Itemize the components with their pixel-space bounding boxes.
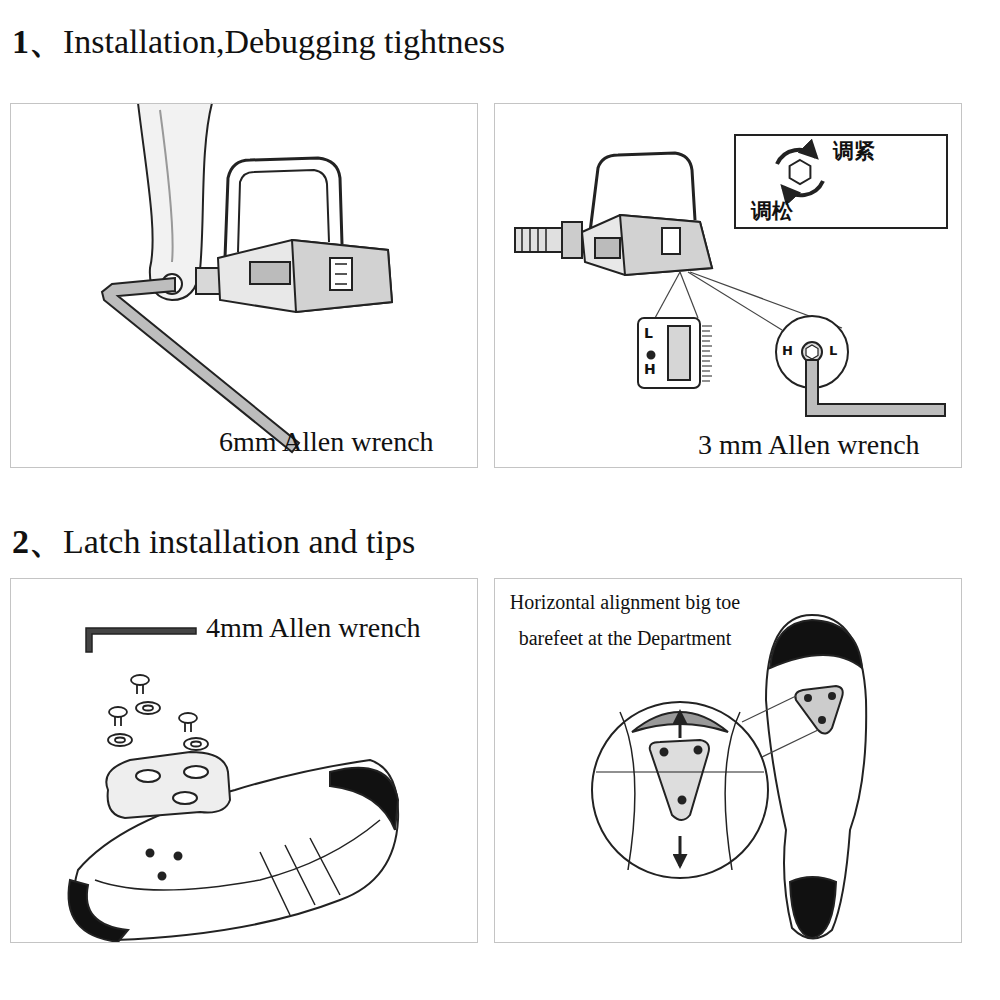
direction-label: 调紧 <box>833 139 875 163</box>
adjust-bolt-zoom-part <box>806 345 818 359</box>
scale-letter: H <box>644 361 656 377</box>
cleat-bolts-part <box>115 738 125 743</box>
cleat-bolts-part <box>136 702 160 714</box>
rotation-arrows-part <box>790 160 811 184</box>
pedal-body-part <box>250 262 290 284</box>
cleat-bolts <box>108 675 208 750</box>
direction-label: 调松 <box>751 199 793 223</box>
magnified-view-part <box>679 836 682 866</box>
pedal-side-part <box>662 228 680 254</box>
cleat-part <box>136 770 160 782</box>
pedal-side <box>515 153 712 275</box>
small-allen-wrench <box>86 628 196 652</box>
magnified-view-part <box>661 749 668 756</box>
cleat-bolts-part <box>115 716 121 726</box>
cleat-bolts-part <box>108 734 132 746</box>
adjust-bolt-zoom <box>776 316 945 416</box>
section-heading: 1、Installation,Debugging tightness <box>12 22 505 61</box>
direction-box: 调紧调松 <box>734 134 948 229</box>
pedal-body-part <box>238 170 329 252</box>
insole-part <box>766 615 866 939</box>
shoe-part <box>175 853 182 860</box>
magnified-view-part <box>695 747 702 754</box>
scale-letter: L <box>644 325 653 341</box>
insole-part <box>795 686 842 734</box>
pedal-body-part <box>196 268 220 294</box>
zoom-leader-lines-part <box>742 696 796 722</box>
insole-part <box>805 695 811 701</box>
pedal-body-part <box>330 258 352 290</box>
magnified-view-part <box>650 740 709 820</box>
cleat-bolts-part <box>131 675 149 685</box>
cleat-part <box>173 792 197 804</box>
magnified-view-part <box>596 771 764 772</box>
tool-label: 4mm Allen wrench <box>206 612 421 644</box>
section-heading: 2、Latch installation and tips <box>12 522 415 561</box>
cleat-bolts-part <box>184 738 208 750</box>
scale-letter: L <box>829 344 837 359</box>
cleat-part <box>106 752 230 818</box>
shoe-part <box>95 820 380 890</box>
step-panel: 4mm Allen wrench <box>10 578 478 943</box>
allen-wrench-part <box>102 278 299 452</box>
shoe-part <box>159 873 166 880</box>
step-panel: 3 mm Allen wrench 调紧调松 <box>494 103 962 468</box>
scale-letter: H <box>782 344 793 359</box>
insole-part <box>770 620 862 668</box>
magnified-view-part <box>592 702 768 878</box>
tension-indicator-part <box>702 326 712 381</box>
pedal-body <box>196 158 392 312</box>
cleat <box>106 752 230 818</box>
cleat-bolts-part <box>179 713 197 723</box>
rotation-arrows <box>777 150 823 195</box>
tension-indicator-part <box>668 326 690 380</box>
magnified-view-part <box>725 712 740 870</box>
cleat-bolts-part <box>137 684 143 694</box>
shoe-part <box>147 850 154 857</box>
magnified-view <box>592 702 768 878</box>
pedal-side-part <box>562 222 582 258</box>
insole-part <box>790 877 836 938</box>
pedal-body-part <box>292 240 392 312</box>
magnified-view-part <box>679 712 682 738</box>
cleat-bolts-part <box>191 742 201 747</box>
pedal-side-part <box>522 228 546 252</box>
pedal-body-part <box>218 240 392 312</box>
insole-part <box>829 693 835 699</box>
tension-indicator-part <box>638 318 700 388</box>
crank-arm-part <box>160 110 173 262</box>
adjust-bolt-zoom-part <box>806 360 945 416</box>
pedal-side-part <box>582 215 712 275</box>
leader-lines-part <box>680 272 698 318</box>
tension-indicator-part <box>648 352 655 359</box>
tip-note: Horizontal alignment big toe barefeet at… <box>507 584 743 656</box>
shoe-part <box>330 768 398 830</box>
insole <box>766 615 866 939</box>
step-panel: Horizontal alignment big toe barefeet at… <box>494 578 962 943</box>
tension-indicator <box>638 318 712 388</box>
zoom-leader-lines-part <box>760 730 818 758</box>
step-panel: 6mm Allen wrench <box>10 103 478 468</box>
cleat-bolts-part <box>185 722 191 732</box>
pedal-side-part <box>595 238 620 258</box>
pedal-side-part <box>620 215 712 275</box>
cleat-part <box>184 766 208 778</box>
tool-label: 6mm Allen wrench <box>219 426 434 458</box>
magnified-view-part <box>620 712 635 870</box>
pedal-body-part <box>335 264 347 284</box>
magnified-view-part <box>679 797 686 804</box>
allen-wrench <box>102 278 299 452</box>
tool-label: 3 mm Allen wrench <box>698 429 920 461</box>
shoe-part <box>69 880 128 942</box>
shoe-part <box>260 838 340 915</box>
leader-lines-part <box>655 272 680 318</box>
cleat-bolts-part <box>143 706 153 711</box>
cleat-bolts-part <box>109 707 127 717</box>
pedal-side-part <box>515 228 562 252</box>
insole-part <box>819 717 825 723</box>
small-allen-wrench-part <box>86 628 196 652</box>
